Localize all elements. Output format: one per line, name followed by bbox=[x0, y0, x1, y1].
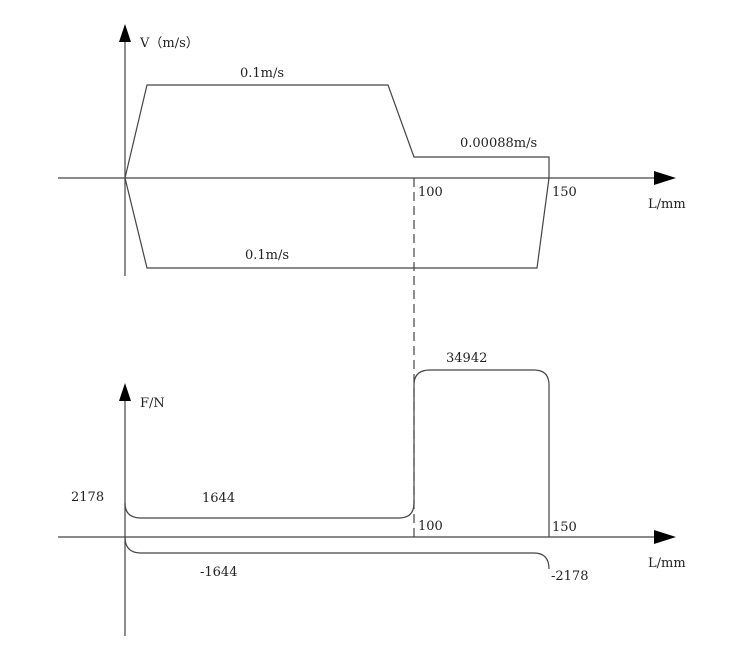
force-diagram: F/N 2178 1644 34942 -1644 -2178 100 150 … bbox=[58, 351, 686, 636]
force-y-axis-arrow-icon bbox=[119, 383, 131, 401]
force-tick-100: 100 bbox=[418, 519, 443, 534]
velocity-diagram: V（m/s） 0.1m/s 0.00088m/s 0.1m/s 100 150 … bbox=[58, 24, 686, 276]
force-y-label: F/N bbox=[140, 396, 165, 411]
start-force-label: 2178 bbox=[71, 490, 104, 505]
return-velocity-curve bbox=[124, 177, 550, 269]
velocity-y-label: V（m/s） bbox=[139, 36, 199, 51]
return-force-curve bbox=[124, 536, 550, 570]
slow-speed-label: 0.00088m/s bbox=[460, 136, 537, 151]
velocity-x-label: L/mm bbox=[648, 197, 686, 212]
force-x-axis-arrow-icon bbox=[654, 530, 676, 544]
velocity-tick-150: 150 bbox=[552, 185, 577, 200]
forward-force-curve bbox=[124, 369, 550, 537]
forward-velocity-curve bbox=[124, 84, 550, 179]
force-x-label: L/mm bbox=[648, 556, 686, 571]
velocity-x-axis-arrow-icon bbox=[654, 171, 676, 185]
return-force-label: -1644 bbox=[200, 565, 237, 580]
velocity-tick-100: 100 bbox=[418, 185, 443, 200]
return-speed-label: 0.1m/s bbox=[245, 248, 289, 263]
forward-force-label: 1644 bbox=[202, 491, 235, 506]
forward-speed-label: 0.1m/s bbox=[240, 66, 284, 81]
velocity-y-axis-arrow-icon bbox=[119, 24, 131, 42]
force-tick-150: 150 bbox=[552, 520, 577, 535]
end-force-label: -2178 bbox=[551, 569, 588, 584]
pressing-force-label: 34942 bbox=[446, 351, 487, 366]
